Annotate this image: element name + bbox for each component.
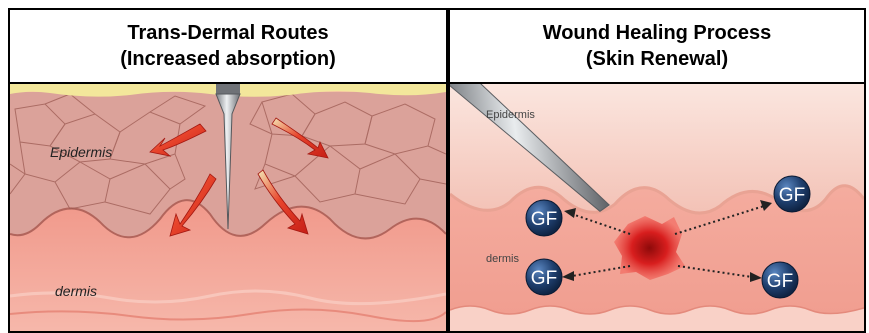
svg-text:GF: GF: [531, 268, 557, 289]
gf-badge-upper-right: GF: [774, 176, 810, 212]
wound-healing-title: Wound Healing Process: [543, 20, 772, 46]
dermis-label: dermis: [486, 253, 520, 265]
svg-text:GF: GF: [779, 185, 805, 206]
svg-text:GF: GF: [767, 271, 793, 292]
epidermis-label: Epidermis: [50, 144, 112, 160]
epidermis-label: Epidermis: [486, 109, 535, 121]
dermis-label: dermis: [55, 283, 97, 299]
gf-badge-lower-right: GF: [762, 262, 798, 298]
trans-dermal-title: Trans-Dermal Routes: [127, 20, 328, 46]
trans-dermal-svg: Epidermis dermis: [10, 84, 446, 333]
wound-healing-subtitle: (Skin Renewal): [586, 46, 728, 72]
gf-badge-lower-left: GF: [526, 259, 562, 295]
wound-healing-illustration: GF GF GF GF Epidermis dermis: [450, 84, 864, 331]
trans-dermal-header: Trans-Dermal Routes (Increased absorptio…: [10, 10, 446, 84]
wound-healing-svg: GF GF GF GF Epidermis dermis: [450, 84, 864, 333]
trans-dermal-illustration: Epidermis dermis: [10, 84, 446, 331]
trans-dermal-subtitle: (Increased absorption): [120, 46, 336, 72]
svg-text:GF: GF: [531, 209, 557, 230]
trans-dermal-panel: Trans-Dermal Routes (Increased absorptio…: [8, 8, 448, 333]
gf-badge-upper-left: GF: [526, 200, 562, 236]
wound-healing-panel: Wound Healing Process (Skin Renewal): [448, 8, 866, 333]
wound-healing-header: Wound Healing Process (Skin Renewal): [450, 10, 864, 84]
